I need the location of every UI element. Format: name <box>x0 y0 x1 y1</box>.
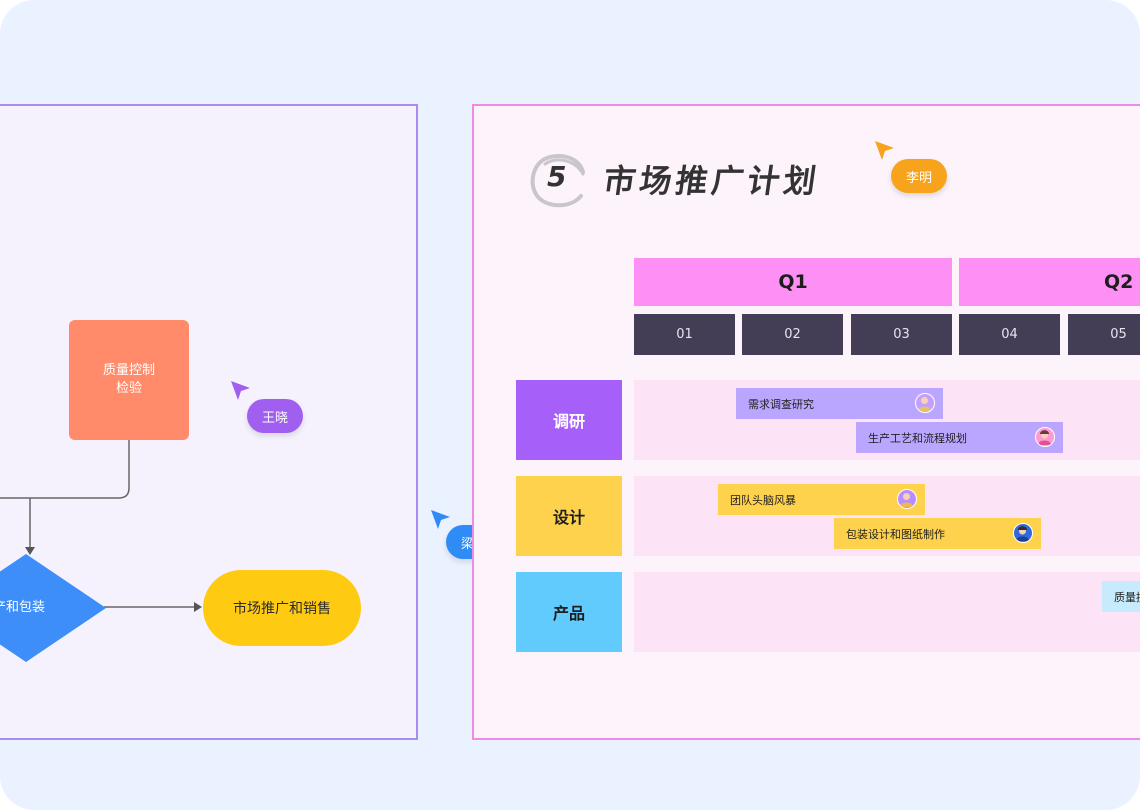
production-decision-label: 生产和包装 <box>0 600 46 615</box>
quality-control-label: 质量控制 <box>102 363 155 378</box>
quarter-header: Q2 <box>959 258 1140 306</box>
row-track-product <box>634 572 1140 652</box>
collaborator-tag: 李明 <box>891 159 948 193</box>
row-label-product: 产品 <box>516 572 622 652</box>
task-bar[interactable]: 生产工艺和流程规划 <box>856 422 1063 453</box>
collaborator-tag: 王晓 <box>247 399 304 433</box>
task-label: 需求调查研究 <box>748 397 814 411</box>
task-label: 包装设计和图纸制作 <box>846 527 945 541</box>
task-bar[interactable]: 质量控 <box>1102 581 1140 612</box>
month-header: 02 <box>742 314 843 355</box>
avatar-icon <box>1035 427 1055 447</box>
task-bar[interactable]: 需求调查研究 <box>736 388 943 419</box>
step-number: 5 <box>547 160 567 193</box>
task-label: 团队头脑风暴 <box>730 493 796 507</box>
task-bar[interactable]: 团队头脑风暴 <box>718 484 925 515</box>
step-number-circle-icon <box>530 154 585 208</box>
month-header: 04 <box>959 314 1060 355</box>
quarter-header: Q1 <box>634 258 952 306</box>
month-header: 03 <box>851 314 952 355</box>
plan-title: 市场推广计划 <box>601 162 823 200</box>
task-label: 生产工艺和流程规划 <box>868 431 967 445</box>
row-label-research: 调研 <box>516 380 622 460</box>
month-header: 05 <box>1068 314 1140 355</box>
avatar-icon <box>1013 523 1033 543</box>
production-decision-node[interactable] <box>0 554 106 662</box>
quality-control-node[interactable]: 质量控制 检验 <box>69 320 189 440</box>
row-label-design: 设计 <box>516 476 622 556</box>
cursor-arrow-icon <box>875 141 894 160</box>
avatar-icon <box>897 489 917 509</box>
month-header: 01 <box>634 314 735 355</box>
avatar-icon <box>915 393 935 413</box>
marketing-sales-node[interactable]: 市场推广和销售 <box>203 570 361 646</box>
inspection-label: 检验 <box>115 381 142 396</box>
task-bar[interactable]: 包装设计和图纸制作 <box>834 518 1041 549</box>
cursor-arrow-icon <box>231 381 250 400</box>
task-label: 质量控 <box>1114 590 1140 604</box>
cursor-arrow-icon <box>431 510 450 529</box>
flowchart-connectors <box>0 440 202 612</box>
